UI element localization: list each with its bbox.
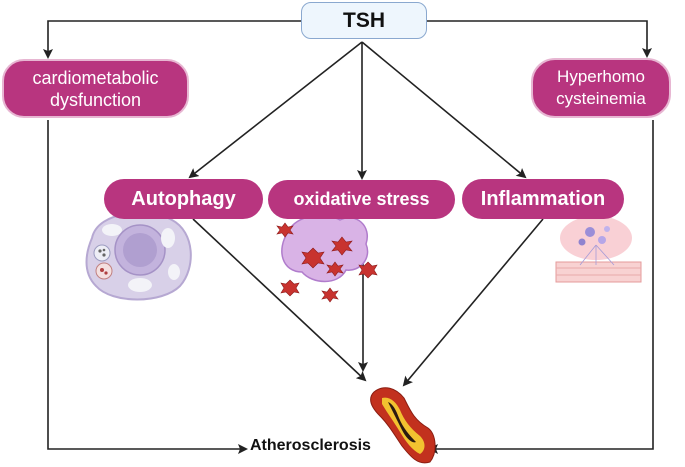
hyper-label-line2: cysteinemia <box>556 89 646 108</box>
arrow-tsh-to-autophagy <box>188 41 363 179</box>
tsh-label: TSH <box>343 8 385 32</box>
arrow-tsh-to-hyper <box>427 20 652 58</box>
autophagy-label: Autophagy <box>131 187 236 210</box>
cardiometabolic-node: cardiometabolic dysfunction <box>2 59 189 118</box>
inflamed-vessel-icon <box>555 216 642 283</box>
oxidative-stress-label: oxidative stress <box>293 189 430 209</box>
hyper-label-line1: Hyperhomo <box>557 67 645 86</box>
arrow-tsh-to-inflammation <box>361 41 527 179</box>
inflammation-label: Inflammation <box>480 187 606 210</box>
arrow-inflammation-to-atherosclerosis <box>402 218 544 387</box>
tsh-node: TSH <box>301 2 427 39</box>
atherosclerosis-label: Atherosclerosis <box>250 437 371 454</box>
cardio-label-line2: dysfunction <box>49 89 142 110</box>
hyperhomocysteinemia-node: Hyperhomo cysteinemia <box>531 58 671 118</box>
inflammation-node: Inflammation <box>462 179 624 219</box>
autophagy-node: Autophagy <box>104 179 263 219</box>
ros-cell-icon <box>276 202 378 303</box>
arrow-autophagy-to-atherosclerosis <box>192 218 367 382</box>
arrow-cardio-to-atherosclerosis <box>47 120 248 454</box>
cell-autophagy-icon <box>85 212 192 301</box>
arrow-tsh-to-cardio <box>43 20 301 59</box>
artery-plaque-icon <box>370 387 436 464</box>
arrow-hyper-to-atherosclerosis <box>428 120 654 454</box>
oxidative-stress-node: oxidative stress <box>268 180 455 219</box>
cardio-label-line1: cardiometabolic <box>32 67 159 88</box>
